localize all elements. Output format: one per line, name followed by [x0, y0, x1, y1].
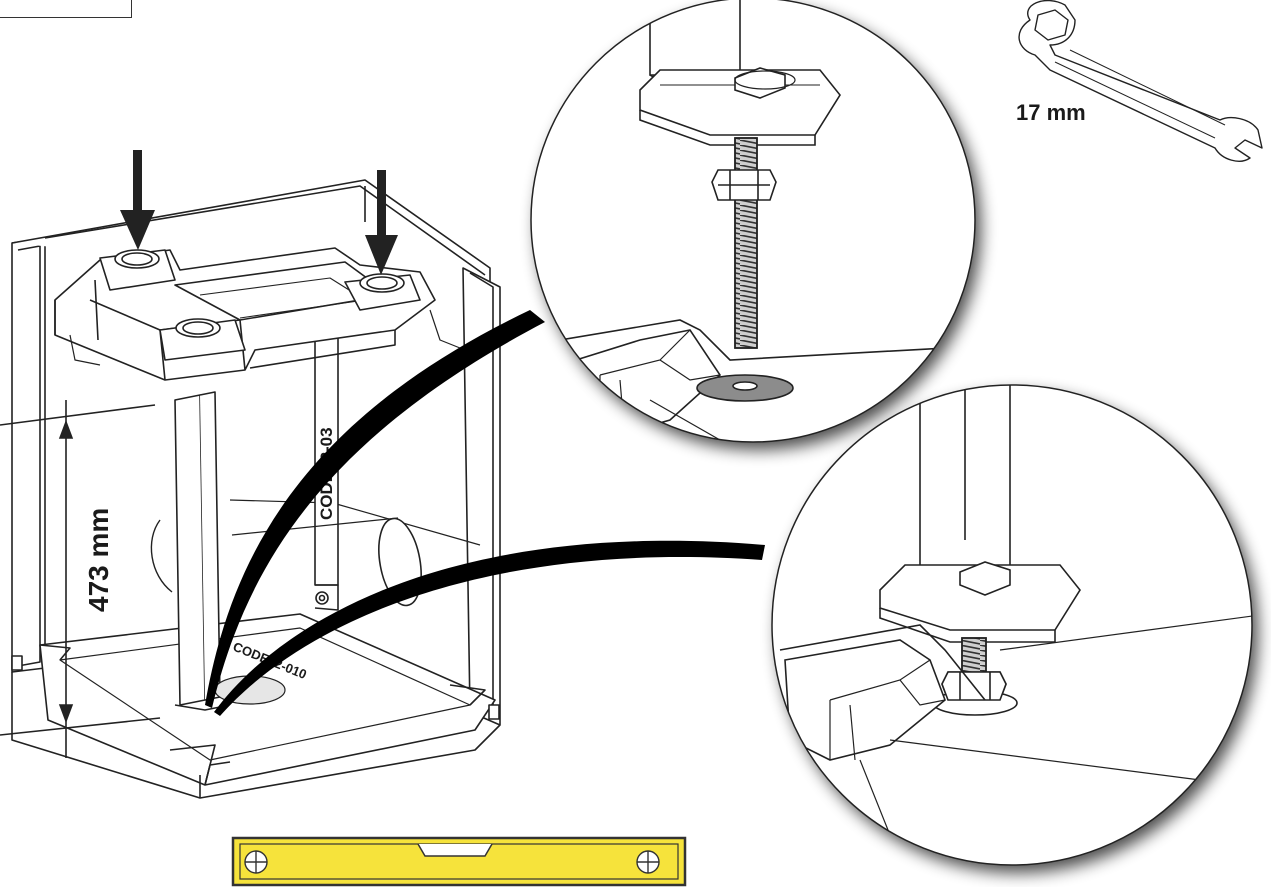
height-dimension-label: 473 mm	[83, 508, 114, 612]
wrench-size-label: 17 mm	[1016, 100, 1086, 125]
back-top-rail	[11, 179, 491, 290]
wrench-icon	[1018, 0, 1263, 162]
height-dimension	[0, 400, 161, 758]
corner-label-box	[0, 0, 132, 18]
detail-view-bottom	[771, 384, 1253, 866]
down-arrow-icon	[365, 170, 398, 275]
cabinet-assembly	[11, 179, 501, 799]
front-post	[174, 394, 206, 706]
spirit-level-icon	[231, 836, 687, 887]
callout-bands	[205, 310, 765, 716]
down-arrow-icon	[120, 150, 155, 250]
detail-view-top	[530, 0, 976, 443]
